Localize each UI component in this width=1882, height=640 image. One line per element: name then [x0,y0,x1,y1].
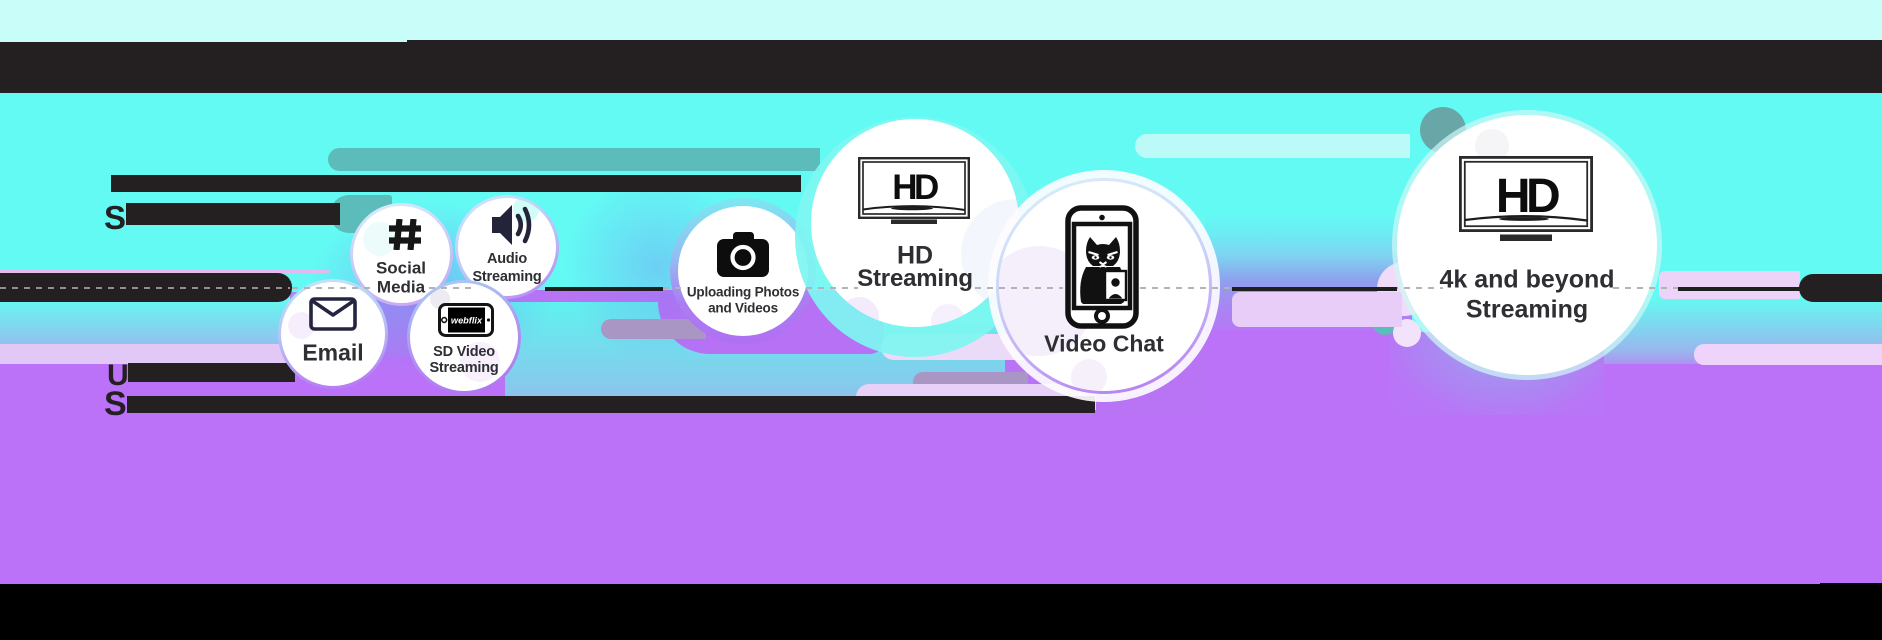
svg-text:webflix: webflix [451,316,483,326]
svg-text:HD: HD [892,168,938,207]
svg-text:HD: HD [1496,170,1559,223]
